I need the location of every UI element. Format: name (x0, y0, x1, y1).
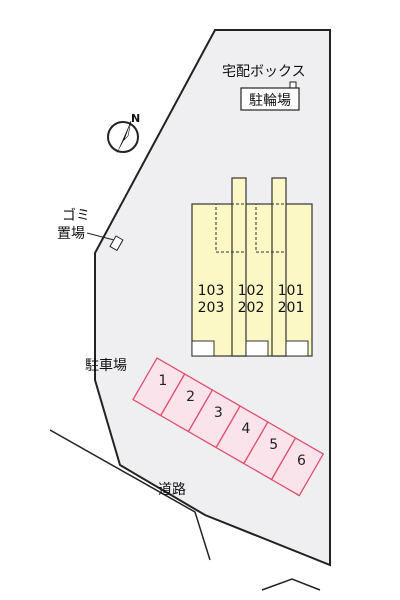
parking-space-number: 5 (269, 437, 278, 453)
parking-space-number: 4 (242, 421, 251, 437)
parking-space-number: 3 (214, 405, 223, 421)
parking-lot: 1 2 3 4 5 6 (132, 357, 325, 497)
unit-203-label: 203 (198, 300, 225, 316)
garbage-leader-line (86, 232, 115, 241)
road-label: 道路 (158, 482, 186, 498)
bicycle-parking-label: 駐輪場 (249, 92, 291, 109)
compass-north-label: N (131, 112, 140, 125)
road-edge-left (49, 429, 211, 561)
garbage-area-label-1: ゴミ (62, 207, 90, 224)
apartment-building: 103 203 102 202 101 201 (191, 177, 313, 357)
unit-202-label: 202 (238, 300, 265, 316)
garbage-area-label-2: 置場 (57, 226, 85, 242)
garbage-area-marker (109, 235, 124, 252)
parking-space-6 (270, 437, 325, 497)
parking-space-number: 2 (186, 389, 195, 405)
bicycle-parking-box (240, 87, 300, 111)
parking-label: 駐車場 (85, 357, 127, 374)
unit-103-label: 103 (198, 283, 225, 299)
delivery-box-marker (289, 81, 297, 89)
parking-space-number: 6 (297, 453, 306, 469)
unit-101-label: 101 (278, 283, 305, 299)
compass-north-icon: N (107, 112, 140, 155)
road-edge-bottom (261, 578, 321, 591)
parking-space-number: 1 (158, 373, 167, 389)
unit-102-label: 102 (238, 283, 265, 299)
unit-201-label: 201 (278, 300, 305, 316)
delivery-box-label: 宅配ボックス (222, 64, 306, 80)
